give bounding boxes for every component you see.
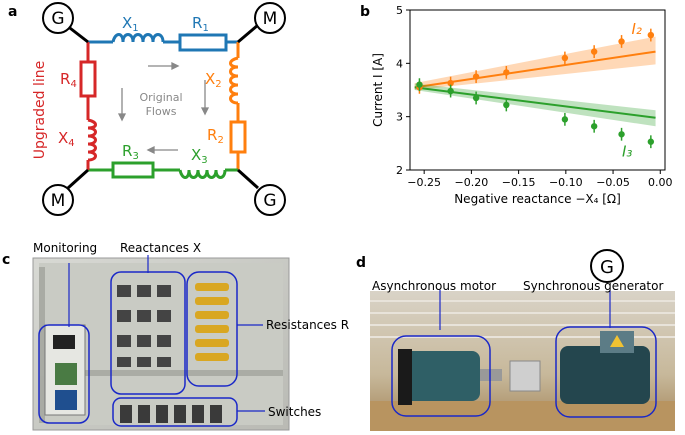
resistor-r3 [111,161,155,179]
panel-label-b: b [360,4,371,20]
y-tick-label-3: 5 [396,4,403,17]
x-tick-label-4: −0.05 [596,176,630,189]
data-point-1-1 [447,87,454,95]
machines-photo [370,291,675,431]
x-tick-label-1: −0.20 [455,176,489,189]
data-point-0-5 [590,48,598,55]
panel-label-d: d [356,255,367,271]
label-r4: R4 [60,70,77,90]
sync-generator-label: Synchronous generator [523,279,664,293]
plot-frame [409,9,666,171]
x-axis-label: Negative reactance −X₄ [Ω] [454,192,621,206]
data-point-0-7 [647,31,655,39]
x-tick-label-2: −0.15 [502,176,536,189]
switch-components [120,405,222,423]
inductor-x1 [111,33,165,43]
data-point-0-6 [618,38,625,45]
y-tick-label-1: 3 [396,111,403,124]
label-r3: R3 [122,142,139,162]
x-tick-label-5: 0.00 [648,176,673,189]
label-x2: X2 [205,70,222,90]
original-flows-label-1: Original [139,91,182,104]
svg-text:G: G [51,9,64,29]
inductor-x3 [178,169,227,179]
data-point-0-2 [472,73,480,80]
data-point-1-2 [472,94,480,102]
circuit-diagram: G M M G X1 R1 X2 R2 X3 R3 R4 X4 Upgraded… [32,2,286,216]
cabinet-photo [32,255,290,431]
x-tick-label-0: −0.25 [407,176,441,189]
series-label-i2: I₂ [631,20,641,38]
resistor-r2 [229,120,247,154]
y-tick-label-2: 4 [396,57,403,70]
async-motor-label: Asynchronous motor [372,279,497,293]
bottom-line [88,161,238,179]
inductor-x4 [87,118,97,162]
data-point-1-5 [590,123,598,130]
data-point-1-4 [561,116,569,123]
fit-line-0 [414,50,656,89]
resistance-components [195,283,229,361]
upgraded-line-label: Upgraded line [32,61,48,159]
left-line [79,42,97,170]
label-r1: R1 [192,14,209,34]
generator-symbol: G [590,249,624,283]
original-flows-label-2: Flows [146,105,177,118]
svg-text:M: M [51,191,66,211]
data-point-1-6 [618,131,625,138]
series-label-i3: I₃ [622,143,632,161]
resistor-r4 [79,60,97,98]
monitoring-label: Monitoring [33,241,98,255]
node-m-top-right: M [254,2,286,34]
panel-label-a: a [8,4,18,20]
machine-annotation-boxes [391,326,657,418]
right-line [229,42,247,170]
label-r2: R2 [207,126,224,146]
data-point-0-3 [503,69,510,76]
annotation-leaders [68,255,265,412]
y-tick-label-0: 2 [396,164,403,177]
y-axis-label: Current I [A] [371,53,385,127]
reactance-components [117,285,171,367]
x-tick-label-3: −0.10 [549,176,583,189]
label-x4: X4 [58,129,75,149]
resistances-label: Resistances R [266,318,350,332]
data-point-0-4 [561,54,569,62]
label-x1: X1 [122,14,139,34]
data-point-1-3 [503,101,510,109]
inductor-x2 [229,56,239,105]
machine-leaders [439,290,611,330]
switches-label: Switches [268,405,322,419]
reactances-label: Reactances X [120,241,202,255]
node-g-top-left: G [42,2,74,34]
resistor-r1 [178,33,228,52]
data-point-1-7 [647,138,655,145]
top-line [88,33,238,52]
fit-line-1 [414,86,656,119]
svg-text:M: M [263,9,278,29]
node-g-bottom-right: G [254,184,286,216]
svg-text:G: G [600,257,614,278]
svg-text:G: G [263,191,276,211]
data-point-1-0 [416,81,423,88]
original-flows-arrows [117,61,210,155]
current-vs-reactance-chart: −0.25 −0.20 −0.15 −0.10 −0.05 0.00 2 3 4 5Negativ… [371,4,673,206]
data-point-0-1 [447,79,454,87]
panel-label-c: c [2,252,11,268]
label-x3: X3 [191,146,208,166]
node-m-bottom-left: M [42,184,74,216]
